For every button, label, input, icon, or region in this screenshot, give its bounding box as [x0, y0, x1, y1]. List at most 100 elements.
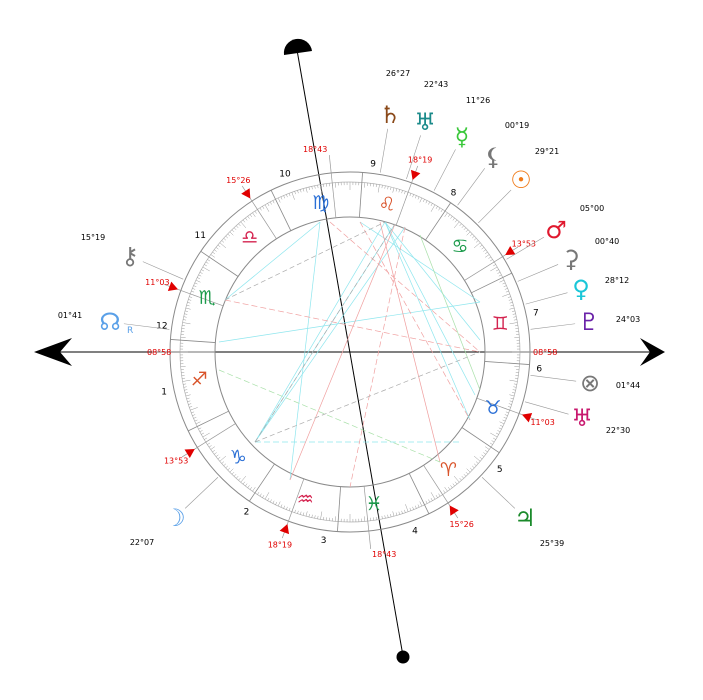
asc-arrow-icon: [34, 338, 72, 366]
degree-tick: [509, 379, 518, 382]
degree-tick: [194, 282, 198, 285]
degree-tick: [512, 389, 516, 391]
degree-tick: [225, 465, 229, 469]
degree-tick: [280, 504, 283, 508]
sign-divider: [461, 427, 500, 453]
aquarius-sign-icon: ♒: [297, 488, 314, 510]
degree-tick: [508, 403, 512, 405]
degree-tick: [288, 507, 291, 511]
planet-degree-label: 29°21: [535, 147, 559, 156]
planet-leader-line: [433, 149, 456, 191]
degree-tick: [215, 454, 219, 457]
mc-semicircle-icon: [283, 38, 312, 55]
degree-tick: [483, 452, 486, 455]
degree-tick: [302, 188, 305, 192]
planet-degree-label: 00°19: [505, 121, 529, 130]
degree-tick: [463, 227, 467, 231]
degree-tick: [484, 251, 488, 255]
degree-tick: [513, 386, 517, 388]
part-of-fortune-planet-icon: ⊗: [580, 369, 600, 397]
degree-tick: [189, 406, 193, 408]
degree-tick: [419, 197, 423, 203]
degree-tick: [425, 500, 428, 504]
degree-tick: [488, 256, 492, 259]
degree-tick: [493, 264, 496, 267]
degree-tick: [392, 187, 395, 193]
degree-tick: [398, 511, 400, 515]
degree-tick: [495, 269, 499, 272]
degree-tick: [225, 235, 229, 239]
degree-tick: [489, 442, 493, 445]
house-number: 7: [533, 308, 539, 318]
degree-tick: [443, 490, 446, 494]
degree-tick: [212, 251, 216, 255]
cusp-triangle-icon: [410, 169, 421, 181]
degree-tick: [199, 271, 203, 274]
ic-dot-icon: [396, 650, 410, 664]
degree-tick: [238, 223, 241, 227]
degree-tick: [508, 299, 512, 301]
sun-planet-icon: ☉: [510, 166, 532, 194]
degree-tick: [221, 461, 225, 464]
degree-tick: [510, 397, 514, 400]
degree-tick: [267, 203, 270, 207]
degree-tick: [277, 197, 281, 203]
degree-tick: [286, 506, 288, 510]
dsc-degree-label: 08°58: [533, 348, 557, 357]
planet-leader-line: [123, 323, 170, 330]
zodiac-signs: ♍♌♋♊♉♈♓♒♑♐♏♎: [191, 192, 509, 515]
degree-tick: [513, 383, 517, 385]
degree-tick: [417, 196, 420, 200]
planet-leader-line: [525, 292, 568, 305]
degree-tick: [454, 481, 458, 485]
degree-tick: [257, 491, 260, 495]
degree-tick: [184, 392, 189, 394]
degree-tick: [219, 242, 227, 249]
degree-tick: [320, 511, 323, 520]
degree-tick: [238, 477, 241, 481]
degree-tick: [425, 200, 428, 204]
degree-tick: [314, 185, 316, 189]
degree-tick: [198, 427, 202, 430]
sign-divider: [188, 410, 229, 432]
degree-tick: [507, 406, 511, 408]
aspect-line: [384, 221, 481, 341]
saturn-planet-icon: ♄: [379, 101, 401, 129]
chiron-like-planet-icon: ⚳: [562, 245, 580, 273]
degree-tick: [435, 495, 438, 498]
degree-tick: [294, 191, 296, 195]
cusp-triangle-icon: [521, 412, 533, 423]
degree-tick: [491, 440, 495, 443]
degree-tick: [297, 190, 299, 194]
degree-tick: [461, 225, 464, 229]
planet-degree-label: 05°00: [580, 204, 604, 213]
sign-divider: [249, 463, 275, 502]
degree-tick: [430, 204, 436, 212]
degree-tick: [499, 424, 503, 427]
house-number: 4: [412, 527, 418, 537]
degree-tick: [254, 210, 257, 214]
planet-degree-label: 22°43: [424, 80, 448, 89]
degree-tick: [201, 269, 205, 272]
sign-divider: [200, 251, 239, 277]
degree-tick: [381, 515, 383, 519]
degree-tick: [305, 511, 308, 517]
degree-tick: [495, 432, 499, 435]
planet-leader-lines: [123, 128, 577, 509]
aspect-line: [254, 223, 396, 443]
aspect-line: [419, 234, 481, 391]
cusp-degree-label: 11°03: [145, 278, 169, 287]
planet-degree-label: 22°30: [606, 426, 630, 435]
taurus-sign-icon: ♉: [484, 397, 501, 419]
planet-leader-line: [457, 168, 485, 206]
degree-tick: [415, 195, 417, 199]
axes-layer: [34, 38, 665, 664]
degree-tick: [422, 199, 425, 203]
degree-tick: [444, 487, 448, 492]
degree-tick: [186, 397, 190, 400]
degree-tick: [390, 186, 392, 191]
degree-tick: [465, 471, 469, 475]
degree-tick: [387, 186, 389, 190]
aspect-line: [379, 221, 441, 463]
